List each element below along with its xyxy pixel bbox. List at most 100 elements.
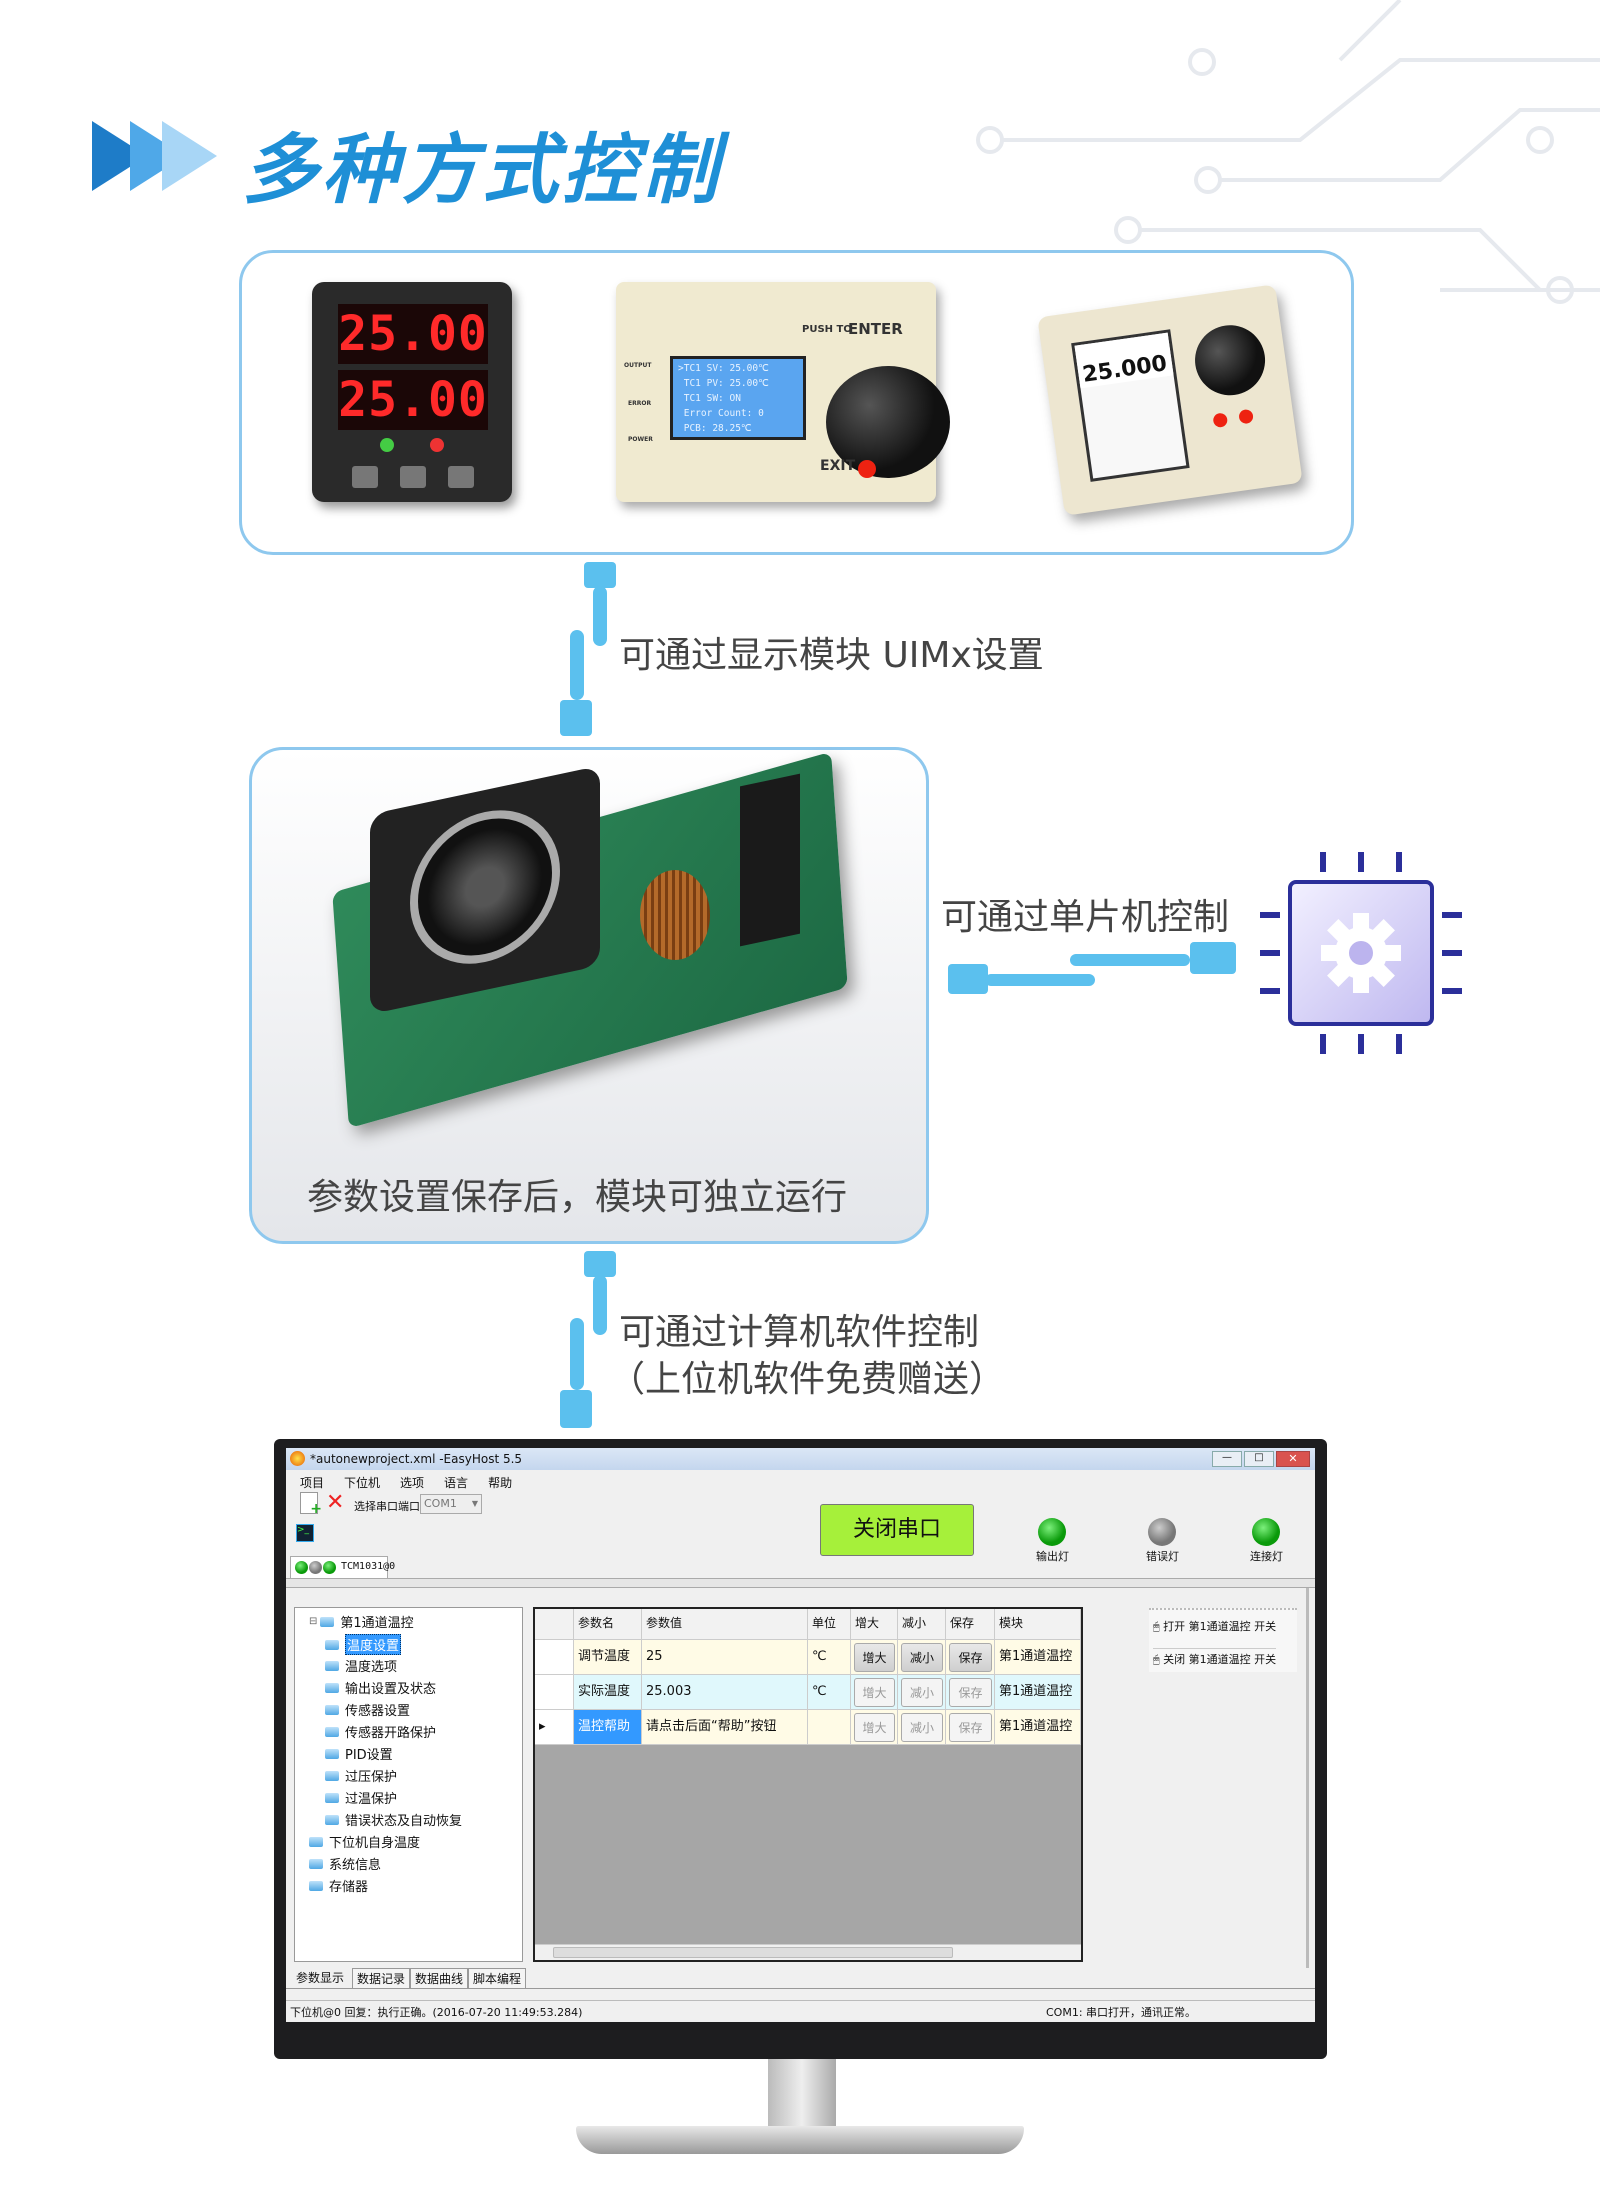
led-digits-top: 25.00: [338, 304, 488, 364]
status-left: 下位机@0 回复：执行正确。(2016-07-20 11:49:53.284): [290, 2006, 583, 2019]
menu-project[interactable]: 项目: [300, 1476, 325, 1490]
grid-cell-unit: ℃: [808, 1675, 851, 1710]
inc-button[interactable]: 增大: [854, 1643, 895, 1672]
close-port-button[interactable]: 关闭串口: [820, 1504, 974, 1556]
save-button[interactable]: 保存: [949, 1713, 992, 1742]
folder-icon: [325, 1792, 339, 1803]
dec-button[interactable]: 减小: [901, 1643, 943, 1672]
tree-item[interactable]: 传感器开路保护: [325, 1722, 436, 1741]
save-button[interactable]: 保存: [949, 1678, 992, 1707]
folder-icon: [325, 1639, 339, 1650]
menu-device[interactable]: 下位机: [344, 1476, 381, 1490]
tab-script[interactable]: 脚本编程: [468, 1968, 527, 1988]
red-led-icon: [430, 438, 444, 452]
tree-item[interactable]: 温度设置: [325, 1634, 402, 1655]
tree-item[interactable]: 系统信息: [309, 1854, 381, 1873]
folder-icon: [325, 1704, 339, 1715]
folder-icon: [325, 1660, 339, 1671]
open-switch-action[interactable]: 🖱 打开 第1通道温控 开关: [1153, 1620, 1277, 1633]
dec-button[interactable]: 减小: [901, 1678, 943, 1707]
status-right: COM1: 串口打开，通讯正常。: [1046, 2006, 1197, 2019]
delete-icon[interactable]: ✕: [326, 1490, 345, 1515]
folder-icon: [309, 1858, 323, 1869]
tree-item-label: 传感器开路保护: [345, 1726, 437, 1741]
connection-light-label: 连接灯: [1250, 1550, 1283, 1563]
exit-button-icon: [858, 460, 876, 478]
tree-item[interactable]: 传感器设置: [325, 1700, 410, 1719]
red-button-icon: [1212, 412, 1229, 429]
tree-item[interactable]: 输出设置及状态: [325, 1678, 436, 1697]
grid-cell-module: 第1通道温控: [995, 1675, 1081, 1710]
column-header: 减小: [898, 1609, 946, 1640]
tab-data-log[interactable]: 数据记录: [352, 1968, 411, 1988]
dec-button[interactable]: 减小: [901, 1713, 943, 1742]
tree-item[interactable]: 温度选项: [325, 1656, 397, 1675]
menu-options[interactable]: 选项: [400, 1476, 425, 1490]
cable-icon: [985, 974, 1095, 986]
exit-label: EXIT: [820, 458, 856, 474]
tab-data-curve[interactable]: 数据曲线: [410, 1968, 469, 1988]
grid-cell-name: 调节温度: [574, 1640, 642, 1675]
push-label: PUSH TO: [802, 324, 852, 335]
maximize-button[interactable]: □: [1244, 1451, 1274, 1467]
port-label: 选择串口端口: [354, 1500, 420, 1513]
tree-item-label: 第1通道温控: [340, 1616, 414, 1631]
close-switch-action[interactable]: 🖱 关闭 第1通道温控 开关: [1153, 1648, 1277, 1667]
inc-button[interactable]: 增大: [854, 1678, 895, 1707]
inc-button[interactable]: 增大: [854, 1713, 895, 1742]
grid-cell-value: 请点击后面“帮助”按钮: [642, 1710, 808, 1745]
tab-parameter-display[interactable]: 参数显示: [292, 1968, 349, 1988]
title-bar: [286, 1448, 1315, 1470]
grid-cell-name: 温控帮助: [574, 1710, 642, 1745]
folder-icon: [325, 1770, 339, 1781]
easyhost-window: *autonewproject.xml -EasyHost 5.5 — □ ✕ …: [286, 1448, 1315, 2022]
grid-cell-name: 实际温度: [574, 1675, 642, 1710]
tilted-display-module: 25.000: [1037, 284, 1303, 516]
new-file-icon[interactable]: +: [300, 1492, 322, 1517]
column-header: 保存: [946, 1609, 995, 1640]
grid-cell-unit: ℃: [808, 1640, 851, 1675]
device-tab[interactable]: TCM1031@0: [290, 1556, 395, 1578]
led-digits-bottom: 25.00: [338, 370, 488, 430]
cable-icon: [593, 586, 607, 646]
horizontal-scrollbar[interactable]: [535, 1944, 1081, 1960]
grid-cell-module: 第1通道温控: [995, 1710, 1081, 1745]
circuit-decoration: [976, 0, 1600, 304]
status-bar: 下位机@0 回复：执行正确。(2016-07-20 11:49:53.284) …: [286, 2000, 1315, 2020]
tree-item-label: 系统信息: [329, 1858, 382, 1873]
green-led-icon: [380, 438, 394, 452]
error-led-label: ERROR: [628, 400, 652, 407]
close-button[interactable]: ✕: [1276, 1451, 1310, 1467]
terminal-block-icon: [740, 773, 800, 947]
lcd-knob-module: PUSH TO ENTER OUTPUT ERROR POWER >TC1 SV…: [616, 282, 950, 502]
menu-language[interactable]: 语言: [444, 1476, 469, 1490]
rotary-knob: [1190, 320, 1270, 400]
save-button[interactable]: 保存: [949, 1643, 992, 1672]
row-header: [535, 1675, 574, 1710]
button-icon: [448, 466, 474, 488]
menu-help[interactable]: 帮助: [488, 1476, 513, 1490]
tree-item[interactable]: PID设置: [325, 1744, 393, 1763]
tree-item[interactable]: 存储器: [309, 1876, 368, 1895]
port-select[interactable]: COM1▼: [420, 1494, 482, 1514]
tree-item-label: PID设置: [345, 1748, 393, 1763]
cable-connector-icon: [560, 1390, 592, 1428]
led-display-module: 25.00 25.00: [312, 282, 512, 502]
grid-cell-module: 第1通道温控: [995, 1640, 1081, 1675]
grid-cell-value: 25: [642, 1640, 808, 1675]
menu-bar: 项目 下位机 选项 语言 帮助: [300, 1474, 512, 1491]
inductor-icon: [640, 870, 710, 960]
terminal-icon[interactable]: >_: [296, 1524, 314, 1542]
tree-item[interactable]: 过温保护: [325, 1788, 397, 1807]
microcontroller-chip-icon: [1288, 880, 1434, 1026]
collapse-icon[interactable]: ⊟: [309, 1616, 318, 1627]
tree-item[interactable]: 错误状态及自动恢复: [325, 1810, 462, 1829]
tree-item[interactable]: 过压保护: [325, 1766, 397, 1785]
display-module-caption: 可通过显示模块 UIMx设置: [619, 635, 1044, 676]
tree-item[interactable]: 下位机自身温度: [309, 1832, 420, 1851]
folder-icon: [325, 1748, 339, 1759]
minimize-button[interactable]: —: [1212, 1451, 1242, 1467]
tree-item[interactable]: ⊟ 第1通道温控: [309, 1612, 414, 1631]
page-title: 多种方式控制: [242, 125, 722, 214]
app-icon: [290, 1451, 305, 1466]
